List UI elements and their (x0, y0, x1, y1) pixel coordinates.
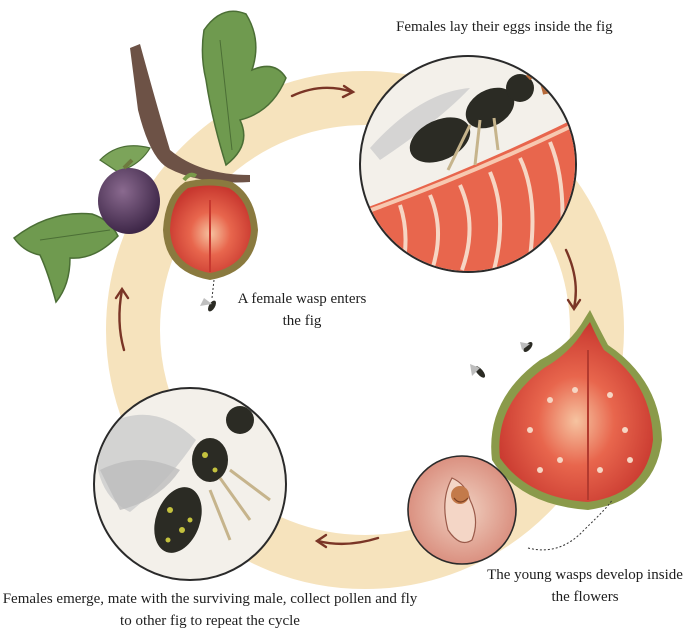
wasp-entering-icon (200, 280, 218, 313)
whole-purple-fig (98, 168, 160, 234)
flying-wasp-icon (470, 364, 487, 379)
leaf (14, 214, 118, 303)
emerging-wasp-circle (94, 388, 286, 580)
wasp-on-fig-icon (520, 340, 534, 353)
label-females-emerge: Females emerge, mate with the surviving … (0, 588, 420, 632)
halved-fig (163, 179, 258, 280)
egg-laying-circle (360, 56, 580, 280)
label-females-lay-eggs: Females lay their eggs inside the fig (396, 16, 686, 38)
label-female-wasp-enters: A female wasp enters the fig (232, 288, 372, 332)
label-young-wasps-develop: The young wasps develop inside the flowe… (480, 564, 690, 608)
